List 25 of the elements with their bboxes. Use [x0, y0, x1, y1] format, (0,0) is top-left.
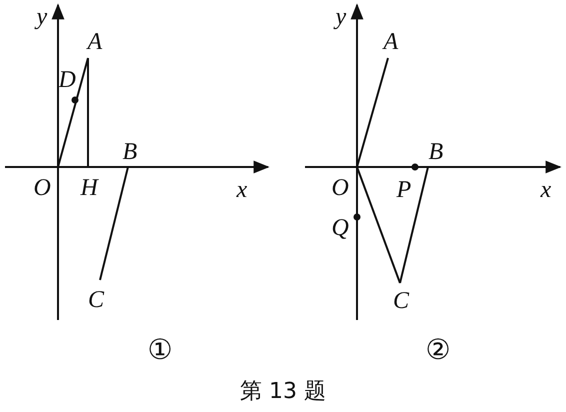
- line-segment: [356, 58, 389, 168]
- point-label: C: [88, 288, 104, 312]
- axis-label: x: [236, 178, 248, 202]
- point-label: A: [88, 30, 102, 54]
- figure-number: ②: [426, 335, 451, 365]
- point-label: O: [34, 176, 51, 200]
- point-label: B: [122, 140, 138, 164]
- line-segment: [356, 166, 401, 284]
- point-label: P: [396, 178, 412, 202]
- point-label: Q: [332, 216, 349, 240]
- point-label: A: [384, 30, 398, 54]
- line-segment: [87, 58, 89, 167]
- axis-label: y: [36, 5, 48, 29]
- line-segment: [399, 166, 429, 284]
- axis-label: x: [540, 178, 552, 202]
- figure-number: ①: [148, 335, 173, 365]
- axis-label: y: [336, 5, 346, 29]
- line-segment: [99, 166, 129, 280]
- point-label: C: [393, 289, 410, 313]
- point-label: D: [58, 68, 76, 92]
- point-label: B: [428, 140, 444, 164]
- line-segment: [57, 58, 89, 168]
- point-label: O: [332, 176, 349, 200]
- caption: 第 13 题: [240, 379, 326, 405]
- point-label: H: [80, 176, 98, 200]
